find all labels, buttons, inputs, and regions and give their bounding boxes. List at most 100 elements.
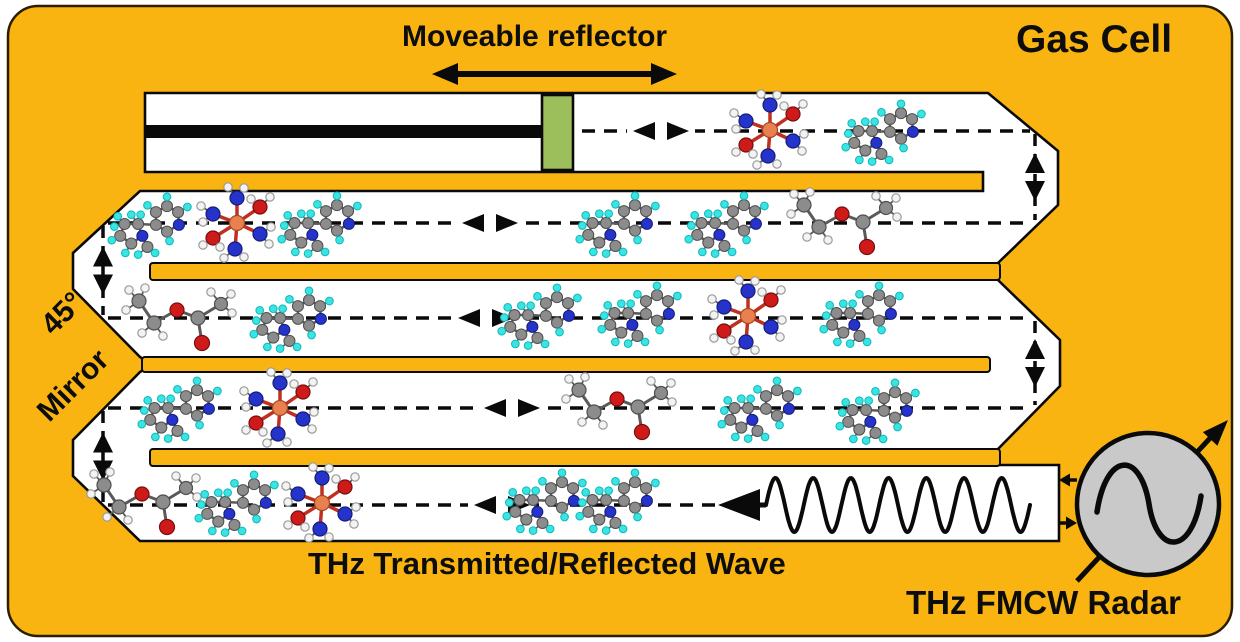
atom-hw	[580, 372, 590, 382]
atom-hc	[555, 327, 564, 337]
atom-hw	[283, 520, 293, 530]
atom-hc	[723, 396, 733, 405]
atom-n	[312, 521, 328, 537]
atom-hw	[215, 242, 225, 252]
atom-n	[223, 507, 236, 520]
atom-c	[737, 199, 751, 212]
arrowhead-icon	[1025, 153, 1045, 173]
atom-c	[509, 505, 522, 518]
atom-c	[888, 411, 902, 424]
atom-hc	[874, 281, 884, 291]
atom-hw	[772, 159, 782, 169]
atom-hc	[884, 155, 894, 165]
molecule-nicotine	[502, 468, 587, 535]
atom-c	[513, 493, 526, 507]
atom-hc	[896, 99, 906, 109]
atom-n	[342, 217, 355, 230]
atom-c	[718, 239, 731, 252]
atom-hc	[604, 486, 613, 495]
atom-c	[653, 385, 669, 401]
atom-c	[582, 228, 595, 241]
atom-hc	[893, 422, 902, 432]
atom-hw	[89, 469, 99, 479]
atom-c	[172, 206, 185, 219]
atom-hc	[618, 247, 628, 257]
atom-n	[252, 226, 268, 242]
atom-c	[284, 228, 297, 241]
atom-hc	[589, 247, 598, 257]
atom-n	[526, 320, 539, 333]
atom-hc	[163, 434, 173, 443]
atom-hw	[308, 462, 318, 472]
arrowhead-icon	[93, 246, 113, 267]
atom-n	[314, 470, 330, 486]
arrowhead-icon	[484, 399, 506, 417]
atom-hw	[772, 90, 782, 100]
atom-c	[319, 205, 332, 218]
atom-hc	[137, 419, 147, 429]
atom-n	[870, 136, 883, 149]
atom-hc	[581, 488, 591, 497]
atom-hc	[263, 342, 272, 352]
atom-hc	[775, 420, 784, 430]
molecule-nicotine	[819, 281, 904, 348]
atom-n	[640, 217, 653, 230]
atom-hw	[726, 335, 736, 345]
atom-hw	[709, 310, 719, 320]
atom-hc	[277, 234, 287, 244]
atom-hw	[598, 420, 608, 430]
atom-n	[763, 319, 779, 335]
atom-hc	[165, 236, 174, 246]
atom-c	[314, 300, 327, 313]
atom-c	[628, 501, 642, 514]
beam-arrow-gap	[478, 398, 546, 418]
moveable-reflector-block[interactable]	[540, 93, 575, 172]
atom-hw	[121, 305, 131, 315]
atom-hc	[275, 344, 285, 353]
atom-hc	[793, 386, 802, 396]
atom-c	[205, 495, 218, 509]
atom-c	[162, 401, 175, 415]
atom-c	[260, 311, 273, 325]
atom-c	[628, 224, 642, 237]
atom-c	[555, 476, 569, 489]
atom-hw	[219, 253, 229, 263]
atom-hc	[603, 301, 613, 310]
atom-n	[848, 318, 861, 331]
atom-o	[785, 106, 801, 122]
atom-hc	[713, 209, 722, 218]
atom-c	[131, 293, 147, 309]
atom-c	[539, 309, 552, 322]
atom-c	[141, 240, 154, 253]
atom-hw	[667, 397, 677, 407]
atom-c	[837, 326, 850, 339]
molecule-complex	[281, 462, 361, 543]
atom-n	[306, 228, 319, 241]
atom-n	[290, 486, 306, 502]
atom-hc	[854, 396, 864, 405]
atom-o	[205, 230, 221, 246]
atom-c	[544, 494, 557, 507]
atom-hc	[173, 384, 182, 394]
thz-wave-squiggle	[718, 475, 1032, 535]
atom-c	[855, 214, 871, 230]
atom-hw	[349, 519, 359, 529]
atom-c	[853, 329, 866, 342]
atom-hw	[283, 497, 293, 507]
atom-hc	[528, 526, 538, 535]
molecule-ester	[86, 467, 202, 536]
atom-c	[527, 493, 540, 507]
atom-hc	[575, 511, 585, 521]
atom-c	[709, 216, 722, 230]
atom-hw	[775, 332, 785, 342]
beam-paths	[108, 121, 1030, 515]
atom-o	[763, 292, 779, 308]
fold-turn-arrows	[93, 134, 1045, 502]
atom-n	[166, 413, 179, 426]
atom-n	[604, 228, 617, 241]
atom-hw	[797, 146, 807, 156]
atom-n	[259, 496, 272, 509]
atom-c	[155, 421, 168, 434]
fmcw-radar-label: THz FMCW Radar	[906, 584, 1181, 621]
atom-hc	[502, 511, 512, 521]
